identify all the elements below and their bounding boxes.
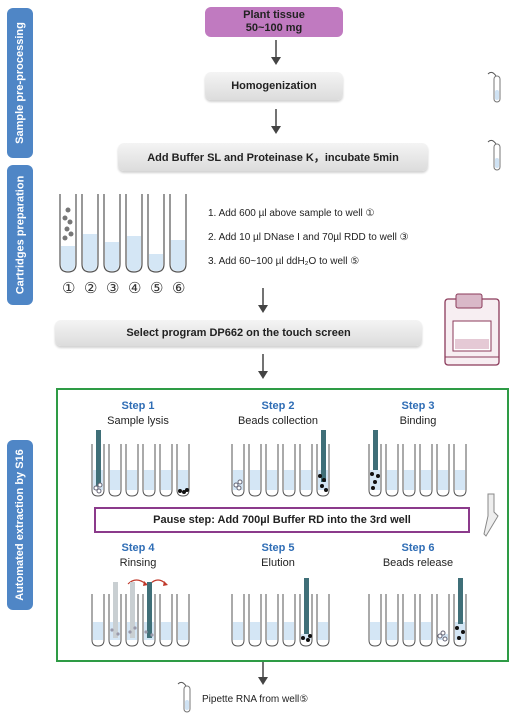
cartridge-well xyxy=(147,194,165,273)
instrument-icon xyxy=(444,293,500,366)
instruction-3: 3. Add 60~100 µl ddH₂O to well ⑤ xyxy=(208,256,360,267)
well-number: ⑥ xyxy=(172,280,186,297)
step-4-wells xyxy=(91,579,190,647)
step-6-title: Step 6 xyxy=(401,542,435,554)
pause-step-label: Pause step: Add 700µl Buffer RD into the… xyxy=(153,514,411,526)
flow-arrow xyxy=(258,662,268,685)
cartridge-well xyxy=(81,194,99,273)
automated-steps-frame xyxy=(56,388,509,662)
well-number: ① xyxy=(62,280,76,297)
step-1-wells xyxy=(91,430,190,497)
instruction-1: 1. Add 600 µl above sample to well ① xyxy=(208,208,375,219)
section-label-text: Cartridges preparation xyxy=(14,175,26,295)
flow-arrow xyxy=(258,288,268,313)
step-1-desc: Sample lysis xyxy=(107,415,169,427)
tube-icon xyxy=(487,139,501,171)
flow-arrow xyxy=(258,354,268,379)
plant-tissue-amount: 50~100 mg xyxy=(245,22,303,34)
well-number: ③ xyxy=(106,280,120,297)
section-label-cartridges: Cartridges preparation xyxy=(7,165,33,305)
section-label-text: Sample pre-processing xyxy=(14,22,26,144)
well-number: ② xyxy=(84,280,98,297)
plant-tissue-label: Plant tissue xyxy=(243,9,305,21)
instruction-2: 2. Add 10 µl DNase I and 70µl RDD to wel… xyxy=(208,232,409,243)
step-4-desc: Rinsing xyxy=(119,557,157,569)
section-label-pre-processing: Sample pre-processing xyxy=(7,8,33,158)
final-step-label: Pipette RNA from well⑤ xyxy=(202,694,309,705)
step-1-title: Step 1 xyxy=(121,400,155,412)
cartridge-well xyxy=(125,194,143,273)
well-number: ⑤ xyxy=(150,280,164,297)
section-label-text: Automated extraction by S16 xyxy=(14,449,26,601)
homogenization-box: Homogenization xyxy=(205,72,343,100)
cartridge-well xyxy=(169,194,187,273)
cartridge-well xyxy=(59,194,77,273)
step-4-title: Step 4 xyxy=(121,542,155,554)
cartridge-wells xyxy=(59,194,187,273)
well-number: ④ xyxy=(128,280,142,297)
homogenization-label: Homogenization xyxy=(231,80,317,92)
tube-icon xyxy=(487,71,501,103)
pause-step-box: Pause step: Add 700µl Buffer RD into the… xyxy=(94,507,470,533)
add-buffer-label: Add Buffer SL and Proteinase K，incubate … xyxy=(147,152,399,164)
step-3-desc: Binding xyxy=(399,415,437,427)
step-5-desc: Elution xyxy=(261,557,295,569)
step-3-wells xyxy=(368,430,467,497)
pipette-icon xyxy=(483,493,499,537)
step-6-wells xyxy=(368,578,467,647)
step-2-wells xyxy=(231,430,330,497)
select-program-label: Select program DP662 on the touch screen xyxy=(126,327,351,339)
step-2-desc: Beads collection xyxy=(237,415,319,427)
add-buffer-box: Add Buffer SL and Proteinase K，incubate … xyxy=(118,143,428,171)
step-6-desc: Beads release xyxy=(382,557,454,569)
plant-tissue-box: Plant tissue 50~100 mg xyxy=(205,7,343,37)
select-program-box: Select program DP662 on the touch screen xyxy=(55,320,422,346)
step-5-title: Step 5 xyxy=(261,542,295,554)
tube-icon xyxy=(177,681,191,713)
step-5-wells xyxy=(231,578,330,647)
cartridge-well xyxy=(103,194,121,273)
section-label-automated: Automated extraction by S16 xyxy=(7,440,33,610)
step-2-title: Step 2 xyxy=(261,400,295,412)
flow-arrow xyxy=(271,40,281,65)
step-3-title: Step 3 xyxy=(401,400,435,412)
flow-arrow xyxy=(271,109,281,134)
